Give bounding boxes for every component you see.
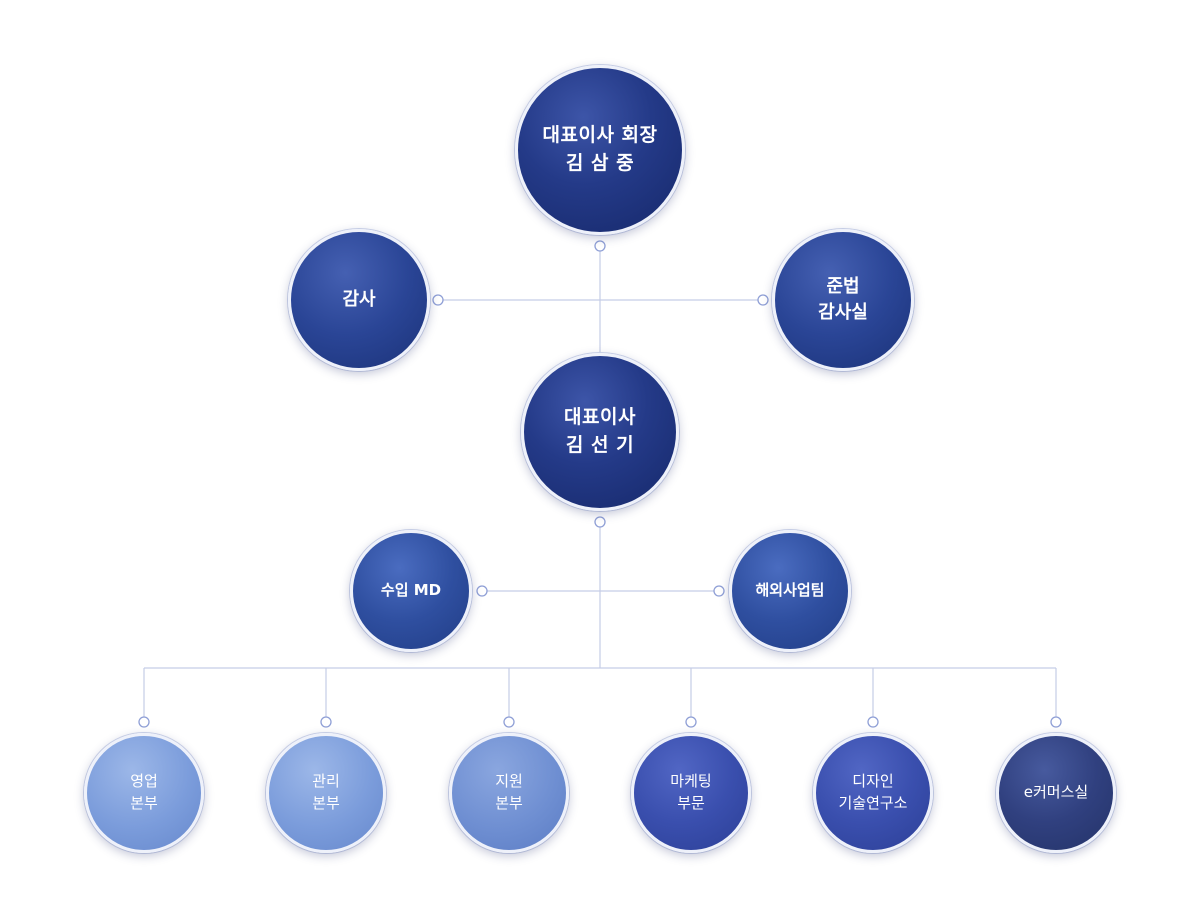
connector-dot bbox=[320, 716, 332, 728]
node-label-line: 수입 MD bbox=[380, 581, 442, 600]
node-ecommerce: e커머스실 bbox=[996, 733, 1116, 853]
connector-dot bbox=[503, 716, 515, 728]
connector-dot bbox=[594, 516, 606, 528]
node-label-line: e커머스실 bbox=[1023, 783, 1089, 802]
connector-dot bbox=[685, 716, 697, 728]
connector-dot bbox=[757, 294, 769, 306]
connector-dot bbox=[1050, 716, 1062, 728]
node-label-line: 영업 bbox=[130, 772, 158, 791]
node-label-line: 김 선 기 bbox=[565, 434, 635, 456]
node-design-lab: 디자인 기술연구소 bbox=[813, 733, 933, 853]
connector-dot bbox=[594, 240, 606, 252]
connector-lines bbox=[143, 246, 1057, 722]
connector-dot bbox=[476, 585, 488, 597]
connector-dot bbox=[138, 716, 150, 728]
node-sales: 영업 본부 bbox=[84, 733, 204, 853]
connector-dots bbox=[138, 240, 1062, 728]
node-label-line: 대표이사 bbox=[564, 406, 636, 429]
node-label-line: 본부 bbox=[130, 794, 158, 812]
node-label-line: 관리 bbox=[312, 772, 340, 791]
node-label-line: 대표이사 회장 bbox=[542, 124, 658, 147]
node-label-line: 마케팅 bbox=[670, 772, 712, 791]
node-marketing: 마케팅 부문 bbox=[631, 733, 751, 853]
node-import-md: 수입 MD bbox=[350, 530, 472, 652]
node-management: 관리 본부 bbox=[266, 733, 386, 853]
node-compliance: 준법 감사실 bbox=[772, 229, 914, 371]
node-label-line: 부문 bbox=[677, 794, 705, 812]
node-ceo-chairman: 대표이사 회장 김 삼 중 bbox=[515, 65, 685, 235]
node-support: 지원 본부 bbox=[449, 733, 569, 853]
node-label-line: 감사 bbox=[342, 288, 376, 310]
node-label-line: 디자인 bbox=[852, 772, 894, 791]
connector-dot bbox=[432, 294, 444, 306]
node-label-line: 김 삼 중 bbox=[565, 152, 635, 174]
connector-dot bbox=[867, 716, 879, 728]
node-ceo: 대표이사 김 선 기 bbox=[521, 353, 679, 511]
node-label-line: 해외사업팀 bbox=[755, 581, 825, 600]
node-audit: 감사 bbox=[288, 229, 430, 371]
node-label-line: 본부 bbox=[312, 794, 340, 812]
node-label-line: 준법 bbox=[826, 275, 860, 297]
connector-dot bbox=[713, 585, 725, 597]
node-label-line: 기술연구소 bbox=[838, 794, 908, 812]
node-label-line: 감사실 bbox=[818, 302, 868, 323]
node-overseas: 해외사업팀 bbox=[729, 530, 851, 652]
node-label-line: 지원 bbox=[495, 772, 523, 791]
node-label-line: 본부 bbox=[495, 794, 523, 812]
